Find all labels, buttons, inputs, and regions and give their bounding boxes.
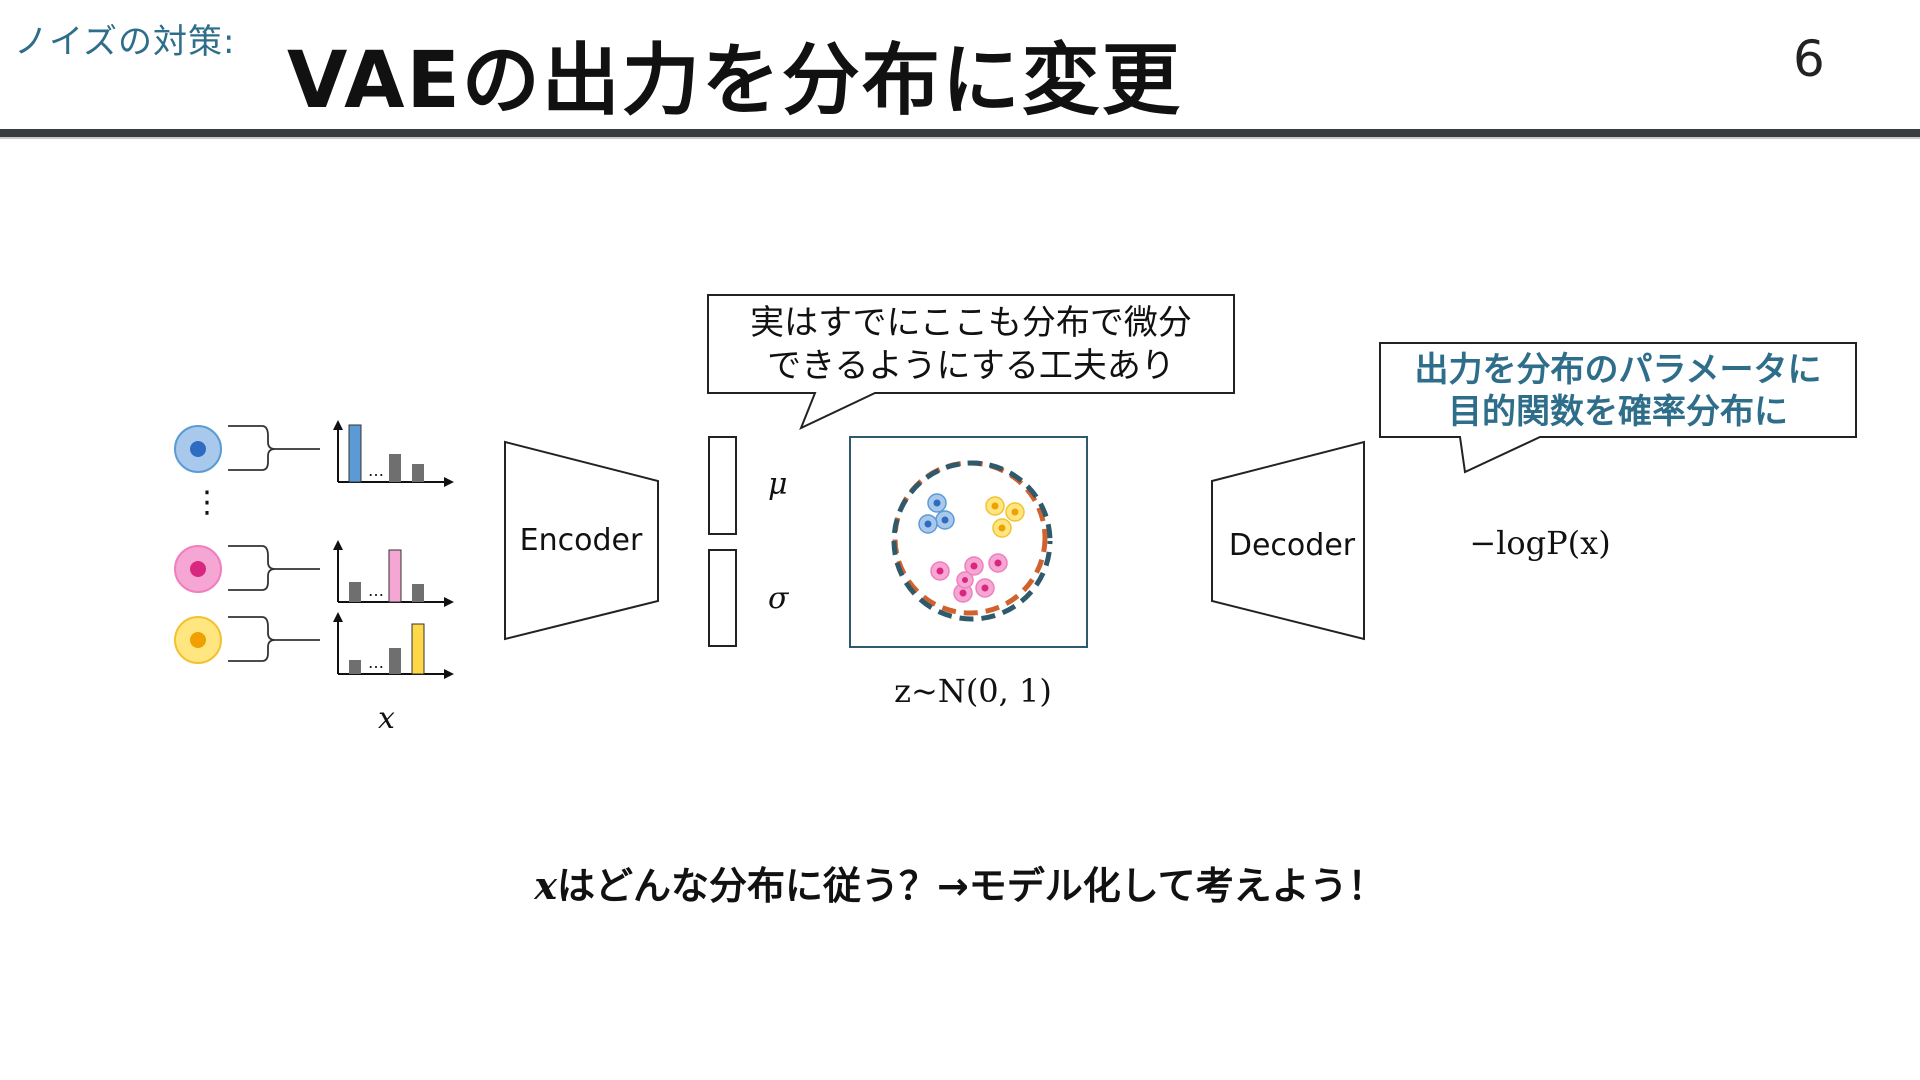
section-label: ノイズの対策:: [14, 22, 236, 62]
bar-ellipsis: …: [368, 461, 384, 480]
footer-text: はどんな分布に従う？→モデル化して考えよう！: [556, 864, 1386, 908]
histogram-1: …: [333, 420, 454, 487]
latent-circle-teal: [891, 460, 1053, 622]
encoder-shape: [504, 440, 659, 641]
bracket-2: [228, 545, 320, 591]
cell-yellow: [174, 616, 222, 664]
slide-title: VAEの出力を分布に変更: [287, 36, 1182, 126]
title-divider: [0, 129, 1920, 139]
hist-bar-highlight: [411, 623, 425, 675]
footer-var: x: [534, 863, 557, 908]
page-number: 6: [1793, 30, 1825, 88]
hist-bar: [412, 584, 424, 602]
bar-ellipsis: …: [368, 581, 384, 600]
cell-pink: [174, 545, 222, 593]
latent-label: z~N(0, 1): [894, 672, 1052, 710]
histogram-3: …: [333, 612, 454, 679]
callout-decoder-line2: 目的関数を確率分布に: [1448, 392, 1788, 432]
cluster-pink: [930, 553, 1008, 603]
bar-ellipsis: …: [368, 653, 384, 672]
sigma-box: [708, 549, 737, 647]
histogram-2: …: [333, 540, 454, 607]
decoder-shape: [1211, 440, 1365, 641]
sigma-label: σ: [768, 581, 790, 616]
cluster-yellow: [985, 496, 1025, 538]
mu-box: [708, 436, 737, 535]
callout-encoder-line2: できるようにする工夫あり: [767, 346, 1175, 386]
cluster-blue: [918, 493, 955, 534]
input-label: x: [378, 701, 395, 736]
hist-bar-highlight: [388, 549, 402, 603]
hist-bar: [389, 648, 401, 674]
decoder-label: Decoder: [1229, 528, 1356, 563]
cell-blue: [174, 425, 222, 473]
hist-bar: [389, 454, 401, 482]
hist-bar: [412, 464, 424, 482]
footer-question: xはどんな分布に従う？→モデル化して考えよう！: [0, 855, 1920, 910]
encoder-label: Encoder: [520, 523, 643, 558]
mu-label: μ: [768, 467, 788, 502]
bracket-3: [228, 616, 320, 662]
vertical-ellipsis: ⋮: [192, 485, 222, 520]
callout-encoder: 実はすでにここも分布で微分 できるようにする工夫あり: [707, 294, 1235, 430]
hist-bar: [349, 582, 361, 602]
callout-encoder-line1: 実はすでにここも分布で微分: [750, 303, 1192, 343]
bracket-1: [228, 425, 320, 471]
callout-decoder: 出力を分布のパラメータに 目的関数を確率分布に: [1379, 342, 1857, 474]
hist-bar: [349, 660, 361, 674]
hist-bar-highlight: [348, 424, 362, 483]
callout-decoder-line1: 出力を分布のパラメータに: [1415, 350, 1822, 390]
loss-label: −logP(x): [1469, 524, 1610, 562]
